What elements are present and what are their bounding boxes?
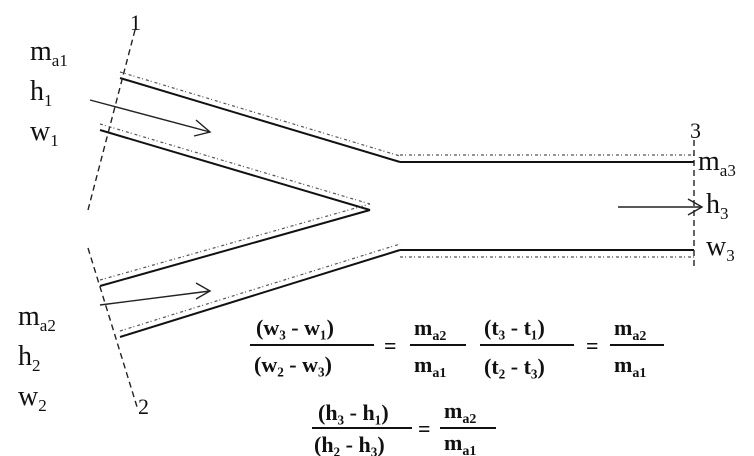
inlet-1-labels: ma1 h1 w1 xyxy=(30,36,68,150)
eq3-equals: = xyxy=(418,416,431,441)
lower-duct-outer-insulation xyxy=(119,243,401,332)
inlet-2-labels: ma2 h2 w2 xyxy=(18,301,56,415)
eq2-ratio-denominator: ma1 xyxy=(614,352,646,381)
upper-duct-outer-wall xyxy=(119,77,401,163)
upper-duct-inner-wall xyxy=(99,129,371,211)
equation-temperature: (t₃ - t₁) (t₂ - t₃) = ma2 ma1 xyxy=(480,315,664,381)
eq2-ratio-numerator: ma2 xyxy=(614,315,646,344)
inlet-2-enthalpy: h2 xyxy=(18,341,41,375)
eq2-numerator: (t₃ - t₁) xyxy=(484,315,545,340)
lower-duct-outer-wall xyxy=(119,249,401,338)
section-line-1 xyxy=(87,29,136,211)
section-label-1: 1 xyxy=(130,10,141,35)
flow-arrow-3 xyxy=(618,198,704,216)
outlet-mass-flow: ma3 xyxy=(698,146,736,180)
upper-duct-inner-insulation xyxy=(99,123,371,205)
inlet-1-enthalpy: h1 xyxy=(30,76,53,110)
lower-duct-inner-wall xyxy=(99,209,371,287)
eq2-denominator: (t₂ - t₃) xyxy=(484,354,545,379)
eq3-denominator: (h₂ - h₃) xyxy=(314,432,385,456)
upper-duct-outer-insulation xyxy=(119,71,401,157)
section-label-3: 3 xyxy=(690,118,701,143)
eq2-equals: = xyxy=(586,333,599,358)
eq3-numerator: (h₃ - h₁) xyxy=(318,400,389,425)
outlet-enthalpy: h3 xyxy=(706,189,729,223)
lower-duct-inner-insulation xyxy=(99,203,371,281)
eq3-ratio-denominator: ma1 xyxy=(444,430,476,456)
inlet-2-mass-flow: ma2 xyxy=(18,301,56,335)
inlet-1-humidity: w1 xyxy=(30,116,59,150)
eq1-numerator: (w₃ - w₁) xyxy=(256,315,334,340)
inlet-1-mass-flow: ma1 xyxy=(30,36,68,70)
flow-arrow-1 xyxy=(89,99,212,137)
section-line-2 xyxy=(87,247,139,411)
section-label-2: 2 xyxy=(138,394,149,419)
outlet-duct xyxy=(400,154,694,258)
eq1-ratio-numerator: ma2 xyxy=(414,315,446,344)
lower-inlet-duct xyxy=(99,203,401,338)
inlet-2-humidity: w2 xyxy=(18,381,47,415)
outlet-labels: ma3 h3 w3 xyxy=(698,146,736,265)
eq1-equals: = xyxy=(384,333,397,358)
upper-inlet-duct xyxy=(99,71,401,211)
equation-enthalpy: (h₃ - h₁) (h₂ - h₃) = ma2 ma1 xyxy=(312,398,496,456)
eq3-ratio-numerator: ma2 xyxy=(444,398,476,427)
outlet-humidity: w3 xyxy=(706,231,735,265)
eq1-ratio-denominator: ma1 xyxy=(414,352,446,381)
flow-arrow-2 xyxy=(99,282,212,306)
eq1-denominator: (w₂ - w₃) xyxy=(254,352,332,377)
equation-humidity-ratio: (w₃ - w₁) (w₂ - w₃) = ma2 ma1 xyxy=(250,315,466,381)
